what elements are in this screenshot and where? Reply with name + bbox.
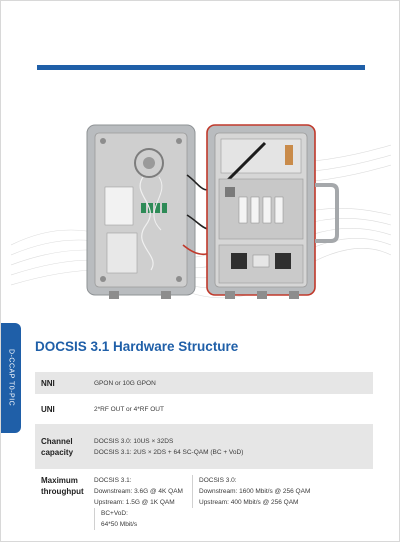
throughput-bcvod-value: 64*50 Mbit/s (101, 521, 138, 528)
spec-value-nni: GPON or 10G GPON (94, 372, 373, 394)
product-photo (11, 124, 391, 299)
spec-value-channel-capacity: DOCSIS 3.0: 10US × 32DS DOCSIS 3.1: 2US … (94, 424, 373, 469)
throughput-docsis30-heading: DOCSIS 3.0: (199, 477, 237, 484)
spec-row-nni: NNI GPON or 10G GPON (35, 372, 373, 394)
spec-label-throughput-line2: throughput (41, 487, 84, 496)
section-title: DOCSIS 3.1 Hardware Structure (35, 339, 239, 354)
throughput-docsis31-upstream: Upstream: 1.5G @ 1K QAM (94, 499, 175, 506)
side-tab-label: D-CCAP T0-PIC (7, 349, 15, 407)
throughput-docsis31-downstream: Downstream: 3.6G @ 4K QAM (94, 488, 183, 495)
spec-row-channel-capacity: Channel capacity DOCSIS 3.0: 10US × 32DS… (35, 424, 373, 469)
throughput-docsis30-downstream: Downstream: 1600 Mbit/s @ 256 QAM (199, 488, 311, 495)
spec-label-throughput-line1: Maximum (41, 476, 78, 485)
spec-value-uni: 2*RF OUT or 4*RF OUT (94, 398, 373, 420)
throughput-bc-vod: BC+VoD: 64*50 Mbit/s (94, 508, 145, 530)
enclosure-left-lid (86, 124, 196, 299)
spec-value-max-throughput: DOCSIS 3.1: Downstream: 3.6G @ 4K QAM Up… (94, 473, 373, 530)
enclosure-main-chassis (206, 124, 339, 299)
header-rule (37, 65, 365, 70)
channel-line-docsis31: DOCSIS 3.1: 2US × 2DS + 64 SC-QAM (BC + … (94, 448, 244, 456)
background-waves (11, 144, 391, 299)
spec-table: NNI GPON or 10G GPON UNI 2*RF OUT or 4*R… (35, 368, 373, 534)
spec-label-channel-line1: Channel (41, 436, 73, 446)
spec-row-max-throughput: Maximum throughput DOCSIS 3.1: Downstrea… (35, 473, 373, 530)
throughput-docsis31-heading: DOCSIS 3.1: (94, 477, 132, 484)
spec-label-max-throughput: Maximum throughput (35, 473, 94, 530)
spec-label-uni: UNI (35, 398, 94, 420)
throughput-docsis31: DOCSIS 3.1: Downstream: 3.6G @ 4K QAM Up… (94, 475, 192, 508)
spec-label-nni: NNI (35, 372, 94, 394)
channel-line-docsis30: DOCSIS 3.0: 10US × 32DS (94, 437, 174, 445)
throughput-docsis30: DOCSIS 3.0: Downstream: 1600 Mbit/s @ 25… (192, 475, 319, 508)
throughput-docsis30-upstream: Upstream: 400 Mbit/s @ 256 QAM (199, 499, 299, 506)
throughput-bcvod-heading: BC+VoD: (101, 510, 128, 517)
spec-label-channel-line2: capacity (41, 447, 74, 457)
spec-row-uni: UNI 2*RF OUT or 4*RF OUT (35, 398, 373, 420)
spec-label-channel-capacity: Channel capacity (35, 424, 94, 469)
side-tab: D-CCAP T0-PIC (1, 323, 21, 433)
